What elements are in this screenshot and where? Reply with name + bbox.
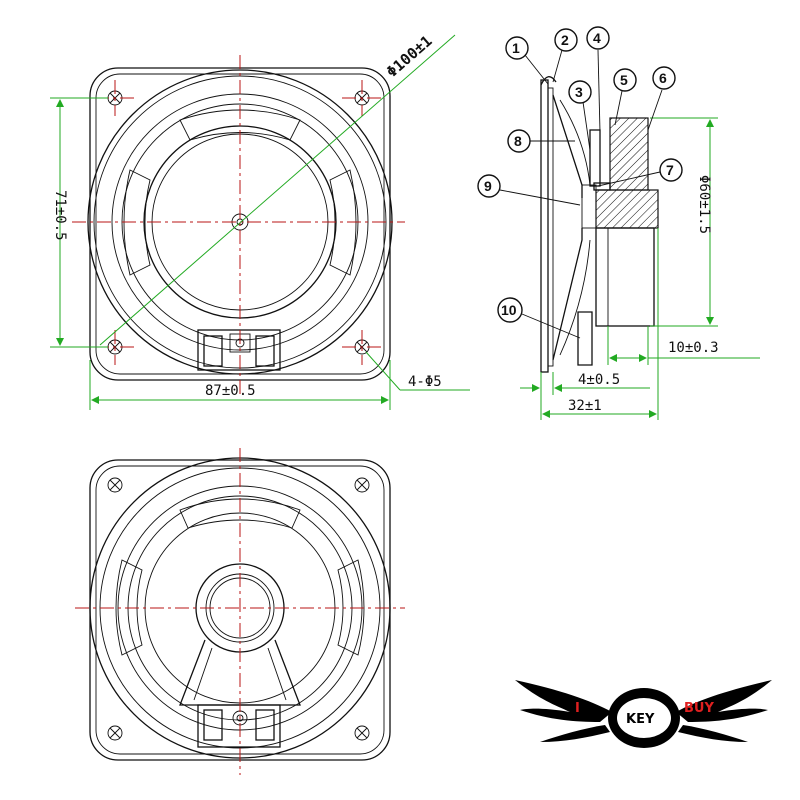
callout-2: 2 bbox=[552, 28, 578, 83]
svg-text:9: 9 bbox=[484, 178, 492, 194]
mount-hole bbox=[107, 725, 123, 741]
dim-flange-offset: 4±0.5 bbox=[578, 372, 620, 388]
svg-text:4: 4 bbox=[593, 30, 601, 46]
rear-terminal bbox=[197, 704, 281, 748]
dim-total-depth: 32±1 bbox=[568, 398, 602, 414]
logo-left-text: I bbox=[575, 701, 580, 716]
callout-7: 7 bbox=[597, 158, 683, 187]
dim-width-mount: 87±0.5 bbox=[205, 383, 256, 399]
dim-magnet-diameter: Φ60±1.5 bbox=[696, 175, 712, 234]
callout-1: 1 bbox=[505, 36, 549, 85]
svg-text:5: 5 bbox=[620, 72, 628, 88]
mount-hole bbox=[354, 725, 370, 741]
svg-text:7: 7 bbox=[666, 162, 674, 178]
svg-text:6: 6 bbox=[659, 70, 667, 86]
svg-text:8: 8 bbox=[514, 133, 522, 149]
mount-hole bbox=[354, 477, 370, 493]
right-wing-icon bbox=[676, 680, 772, 742]
logo-right-text: BUY bbox=[684, 701, 714, 716]
callout-9: 9 bbox=[477, 174, 581, 206]
callout-8: 8 bbox=[507, 129, 575, 153]
brand-logo: I KEY BUY bbox=[515, 680, 772, 748]
logo-middle-text: KEY bbox=[626, 712, 655, 727]
left-wing-icon bbox=[515, 680, 612, 742]
front-view bbox=[72, 55, 405, 395]
dim-magnet-depth: 10±0.3 bbox=[668, 340, 719, 356]
callout-6: 6 bbox=[647, 66, 676, 131]
callouts: 1 2 4 3 5 6 8 bbox=[477, 26, 683, 339]
mount-hole bbox=[107, 477, 123, 493]
terminal-block bbox=[197, 329, 281, 371]
svg-text:3: 3 bbox=[575, 84, 583, 100]
dim-height-mount: 71±0.5 bbox=[52, 190, 68, 241]
callout-5: 5 bbox=[613, 68, 637, 126]
svg-text:1: 1 bbox=[512, 40, 520, 56]
svg-text:10: 10 bbox=[501, 302, 517, 318]
dim-diameter-outer: Φ100±1 bbox=[383, 32, 436, 81]
callout-4: 4 bbox=[586, 26, 610, 133]
callout-3: 3 bbox=[568, 80, 592, 151]
svg-text:2: 2 bbox=[561, 32, 569, 48]
side-dimensions: Φ60±1.5 10±0.3 4±0.5 32±1 bbox=[520, 117, 760, 420]
callout-10: 10 bbox=[497, 297, 581, 339]
dim-holes: 4-Φ5 bbox=[408, 374, 442, 390]
rear-view bbox=[75, 448, 405, 775]
